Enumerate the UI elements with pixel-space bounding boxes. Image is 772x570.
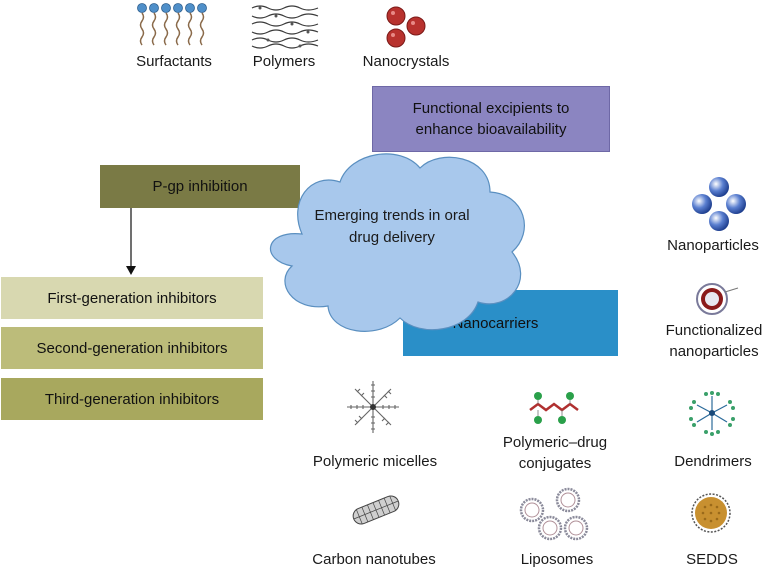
sedds-icon: [691, 493, 731, 533]
nanocrystals-label: Nanocrystals: [362, 53, 450, 70]
nanoparticles-icon: [692, 177, 746, 231]
polymers-icon: [251, 5, 319, 49]
nanocrystals-icon: [386, 6, 426, 48]
surfactants-icon: [137, 3, 207, 46]
polymer-drug-conjugates-icon: [529, 392, 579, 424]
third-generation-label: Third-generation inhibitors: [44, 390, 220, 408]
second-generation-box: Second-generation inhibitors: [1, 327, 263, 369]
functional-excipients-label: Functional excipients to enhance bioavai…: [412, 100, 570, 138]
first-generation-box: First-generation inhibitors: [1, 277, 263, 319]
dendrimers-icon: [689, 391, 735, 436]
central-cloud: [269, 153, 525, 332]
second-generation-label: Second-generation inhibitors: [36, 339, 228, 357]
nanoparticles-label: Nanoparticles: [667, 237, 759, 254]
polymeric-micelles-icon: [347, 381, 399, 433]
liposomes-icon: [519, 487, 589, 541]
pgp-inhibition-label: P-gp inhibition: [152, 178, 248, 195]
first-generation-label: First-generation inhibitors: [47, 289, 217, 307]
carbon-nanotubes-label: Carbon nanotubes: [312, 551, 436, 568]
functionalized-nanoparticles-icon: [696, 283, 739, 315]
functional-excipients-box: Functional excipients to enhance bioavai…: [372, 86, 610, 152]
surfactants-label: Surfactants: [136, 53, 212, 70]
polymer-drug-conjugates-label: Polymeric–drug conjugates: [502, 434, 608, 472]
polymeric-micelles-label: Polymeric micelles: [312, 453, 438, 470]
pgp-inhibition-box: P-gp inhibition: [100, 165, 300, 208]
sedds-label: SEDDS: [686, 551, 738, 568]
dendrimers-label: Dendrimers: [674, 453, 752, 470]
polymers-label: Polymers: [252, 53, 316, 70]
pgp-arrow: [126, 208, 136, 275]
liposomes-label: Liposomes: [520, 551, 594, 568]
functionalized-nanoparticles-label: Functionalized nanoparticles: [665, 322, 763, 360]
nanocarriers-label: Nanocarriers: [452, 314, 539, 332]
third-generation-box: Third-generation inhibitors: [1, 378, 263, 420]
central-cloud-label: Emerging trends in oral drug delivery: [314, 207, 470, 246]
carbon-nanotubes-icon: [352, 495, 400, 525]
